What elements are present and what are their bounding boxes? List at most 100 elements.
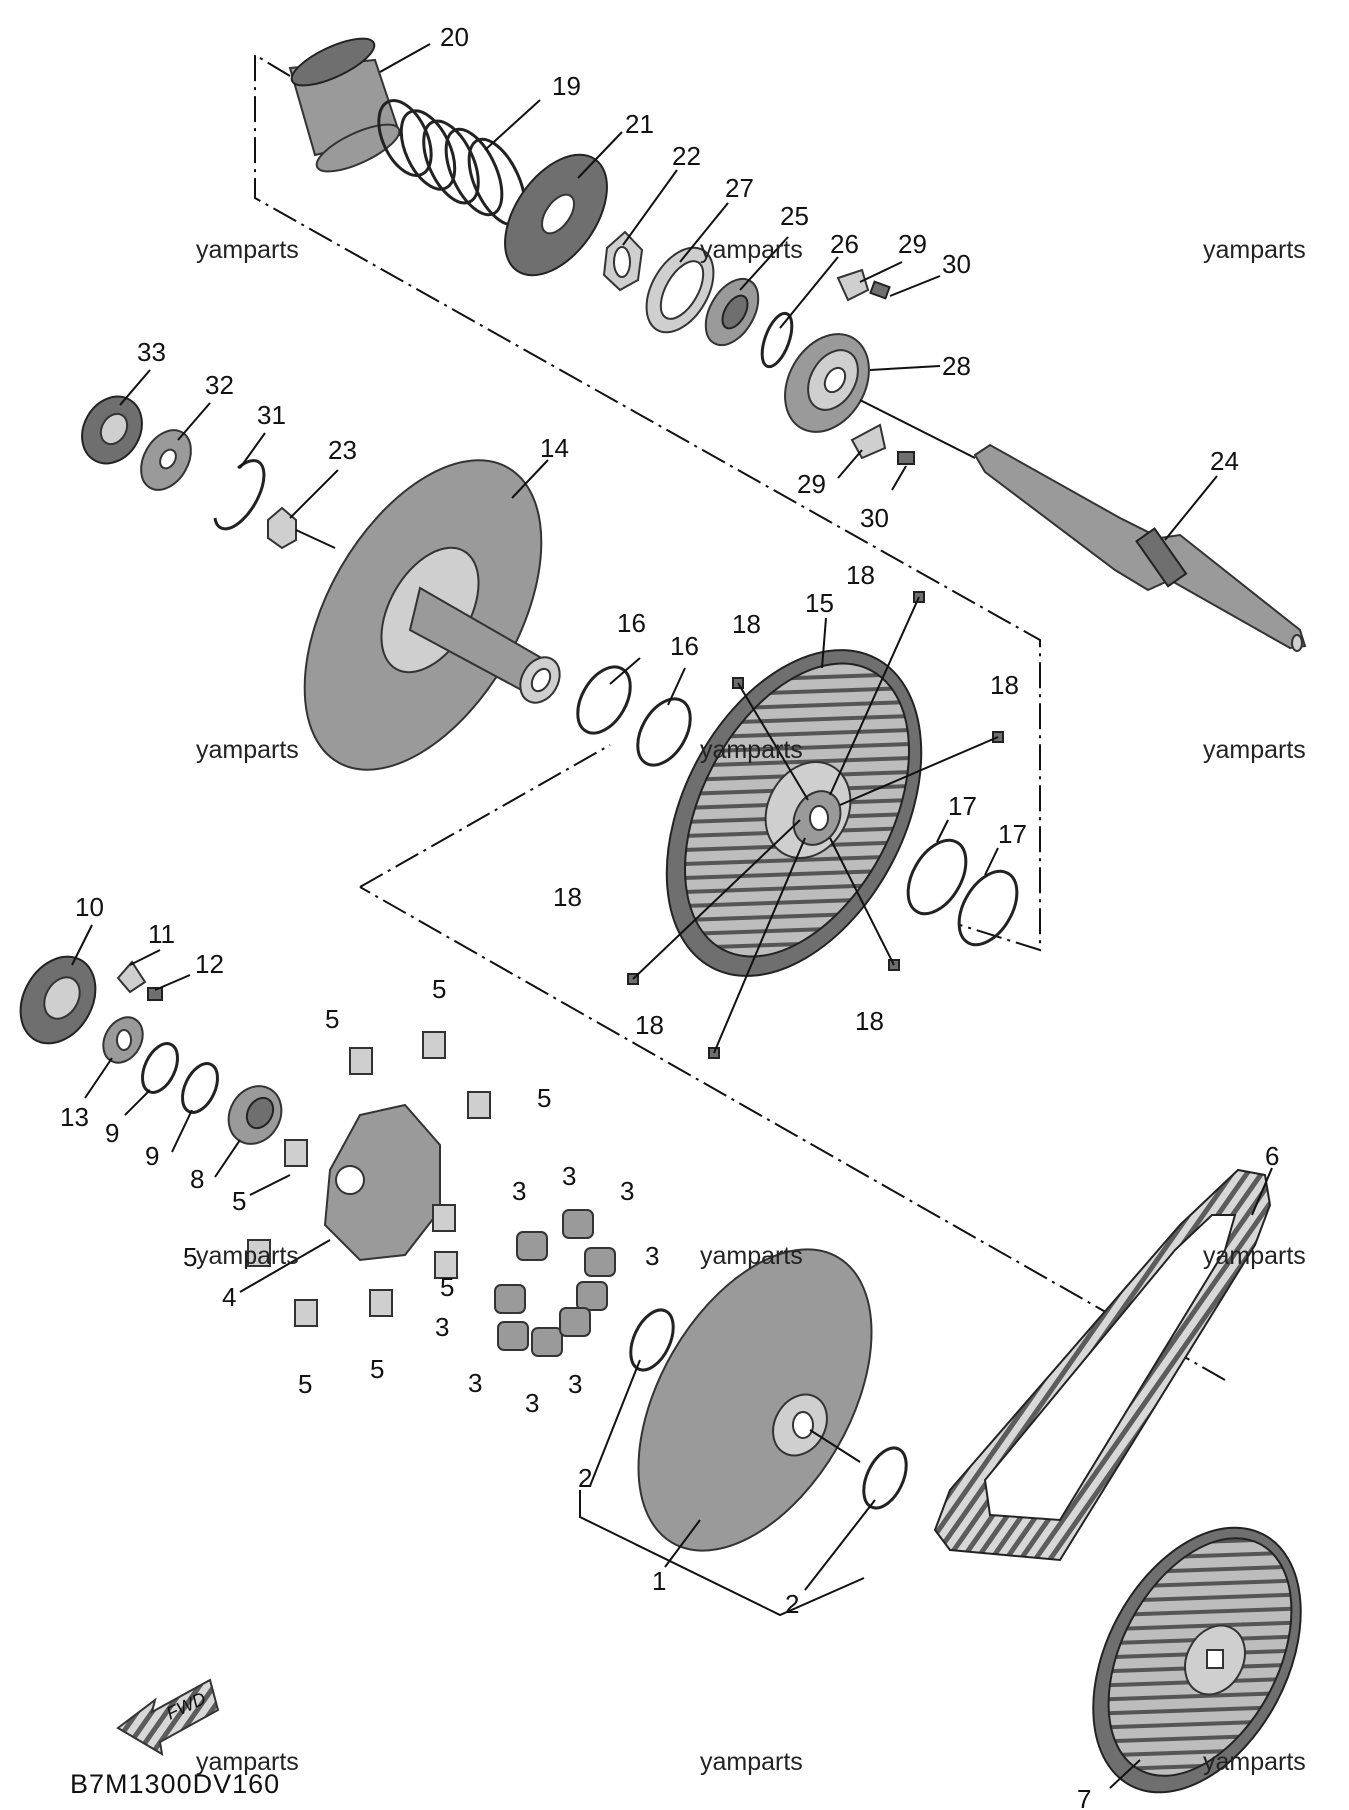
part-18-bolts	[627, 591, 1004, 1059]
callout-23: 23	[328, 435, 357, 465]
watermark-5: yamparts	[700, 736, 803, 764]
callout-25: 25	[780, 201, 809, 231]
callout-19: 19	[552, 71, 581, 101]
callout-30-upper: 30	[942, 249, 971, 279]
callout-1: 1	[652, 1566, 666, 1596]
part-17-ring-b	[957, 869, 1019, 947]
callout-16-b: 16	[670, 631, 699, 661]
part-25-bearing	[704, 277, 760, 347]
part-27-seal	[645, 246, 715, 334]
callout-2-lower: 2	[785, 1589, 799, 1619]
callout-20: 20	[440, 22, 469, 52]
callout-numbers: 20 19 21 22 27 25 26 29 30 28 29 30 24 3…	[60, 22, 1279, 1810]
part-13-collar	[102, 1016, 144, 1064]
watermark-3: yamparts	[1203, 236, 1306, 264]
clutch-assembly-line	[359, 744, 611, 888]
callout-33: 33	[137, 337, 166, 367]
part-33-bearing	[81, 395, 143, 465]
callout-5-f: 5	[440, 1272, 454, 1302]
part-16-ring-a	[576, 665, 632, 735]
callout-5-g: 5	[298, 1369, 312, 1399]
fwd-arrow-icon: FWD	[116, 1678, 220, 1756]
part-24-shaft	[859, 399, 1307, 652]
part-30-bolt-upper	[869, 280, 891, 300]
watermark-8: yamparts	[700, 1242, 803, 1270]
callout-15: 15	[805, 588, 834, 618]
part-26-o-ring	[760, 311, 794, 369]
part-4-spider	[323, 1103, 441, 1262]
part-21-washer	[504, 153, 608, 277]
callout-21: 21	[625, 109, 654, 139]
part-32-washer	[140, 429, 192, 491]
callout-3-a: 3	[512, 1176, 526, 1206]
assembly-lines	[254, 53, 1226, 1617]
watermark-2: yamparts	[700, 236, 803, 264]
callout-9-b: 9	[145, 1141, 159, 1171]
watermark-12: yamparts	[1203, 1748, 1306, 1776]
part-12-bolt	[147, 987, 163, 1001]
callout-10: 10	[75, 892, 104, 922]
callout-18-e: 18	[855, 1006, 884, 1036]
upper-assembly-line	[254, 53, 1041, 952]
part-30-bolt-lower	[897, 451, 915, 465]
callout-3-c: 3	[620, 1176, 634, 1206]
watermark-10: yamparts	[196, 1748, 299, 1776]
part-17-ring-a	[906, 838, 968, 916]
callout-18-d: 18	[553, 882, 582, 912]
part-20-sleeve	[288, 37, 402, 173]
callout-17-b: 17	[998, 819, 1027, 849]
part-19-spring	[377, 99, 527, 227]
callout-18-b: 18	[732, 609, 761, 639]
part-22-nut	[602, 230, 644, 292]
bracket-1-2	[579, 1490, 865, 1617]
callout-18-f: 18	[635, 1010, 664, 1040]
callout-5-c: 5	[537, 1083, 551, 1113]
watermark-7: yamparts	[196, 1242, 299, 1270]
callout-5-e: 5	[183, 1242, 197, 1272]
callout-11: 11	[148, 919, 175, 949]
part-8-bushing	[227, 1085, 283, 1145]
part-14-fixed-sheave	[303, 459, 561, 771]
callout-leaders	[71, 43, 1273, 1789]
callout-27: 27	[725, 173, 754, 203]
watermark-9: yamparts	[1203, 1242, 1306, 1270]
part-29-plate-upper	[836, 268, 870, 302]
callout-4: 4	[222, 1282, 236, 1312]
diagram-code: B7M1300DV160	[70, 1769, 280, 1799]
watermark-4: yamparts	[196, 736, 299, 764]
secondary-assembly-line	[359, 886, 1226, 1381]
callout-7: 7	[1077, 1784, 1091, 1810]
part-5-sliders	[247, 1031, 491, 1327]
callout-2-upper: 2	[578, 1463, 592, 1493]
part-2-ring-lower	[862, 1446, 908, 1510]
callout-17-a: 17	[948, 791, 977, 821]
watermarks: yamparts yamparts yamparts yamparts yamp…	[196, 236, 1306, 1776]
callout-24: 24	[1210, 446, 1239, 476]
callout-6: 6	[1265, 1141, 1279, 1171]
callout-16-a: 16	[617, 608, 646, 638]
part-3-rollers	[494, 1209, 616, 1357]
callout-22: 22	[672, 141, 701, 171]
part-11-plate	[116, 960, 147, 994]
callout-3-f: 3	[468, 1368, 482, 1398]
callout-5-b: 5	[325, 1004, 339, 1034]
callout-12: 12	[195, 949, 224, 979]
callout-3-e: 3	[435, 1312, 449, 1342]
callout-9-a: 9	[105, 1118, 119, 1148]
part-28-bearing	[784, 333, 870, 433]
callout-13: 13	[60, 1102, 89, 1132]
callout-5-h: 5	[370, 1354, 384, 1384]
callout-32: 32	[205, 370, 234, 400]
part-15-fin-sheave	[665, 649, 923, 977]
watermark-1: yamparts	[196, 236, 299, 264]
part-29-plate-lower	[850, 423, 887, 460]
part-10-bearing	[19, 955, 97, 1045]
part-7-finned-pulley	[1092, 1526, 1302, 1794]
part-6-drive-belt	[933, 1168, 1272, 1562]
callout-8: 8	[190, 1164, 204, 1194]
callout-30-lower: 30	[860, 503, 889, 533]
callout-31: 31	[257, 400, 286, 430]
callout-29-lower: 29	[797, 469, 826, 499]
callout-29-upper: 29	[898, 229, 927, 259]
